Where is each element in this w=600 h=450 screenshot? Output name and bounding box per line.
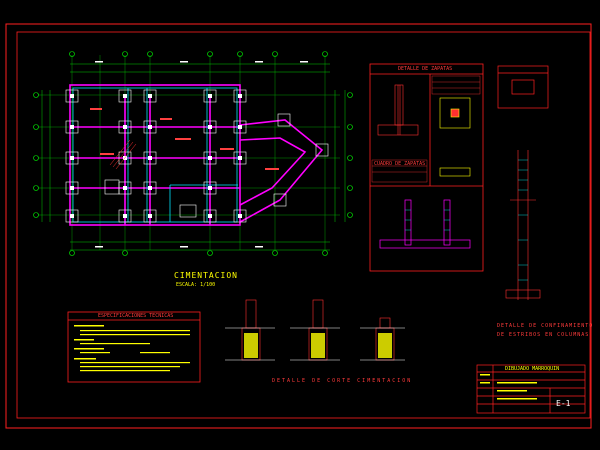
specs-box [67, 311, 201, 383]
confinamiento-title-2: DE ESTRIBOS EN COLUMNAS [497, 332, 590, 338]
plan-columns [70, 94, 242, 218]
plan-footings [65, 89, 329, 223]
column-section-box [497, 65, 549, 109]
plan-dim-ticks [95, 61, 308, 248]
inner-frame [16, 31, 591, 419]
title-block [476, 364, 586, 414]
outer-frame [5, 23, 592, 429]
zapata-plan-view [439, 97, 471, 177]
zapatas-title: DETALLE DE ZAPATAS [398, 66, 453, 72]
zapata-section-bottom [379, 199, 471, 249]
column-stirrups [518, 159, 528, 281]
zapata-table [371, 75, 481, 183]
corte-fill [244, 333, 392, 358]
plan-stair-hatch [109, 139, 137, 170]
plan-title: CIMENTACION [174, 271, 238, 280]
plan-scale: ESCALA: 1/100 [176, 282, 216, 288]
specs-title: ESPECIFICACIONES TECNICAS [98, 313, 174, 319]
zapatas-cuadro: CUADRO DE ZAPATAS [374, 161, 426, 167]
zapatas-detail-frame [369, 63, 484, 272]
corte-title: DETALLE DE CORTE CIMENTACION [272, 378, 413, 384]
titleblock-project: DIBUJADO MARROQUIN [505, 366, 560, 372]
zapata-elevation [377, 84, 419, 136]
plan-labels [90, 108, 279, 170]
axis-bubbles [33, 51, 353, 256]
plan-dimensions [41, 63, 346, 251]
confinamiento-title-1: DETALLE DE CONFINAMIENTO [497, 323, 594, 329]
specs-lines [74, 325, 190, 372]
column-elevation [505, 150, 541, 300]
sheet-number: E-1 [556, 399, 571, 408]
